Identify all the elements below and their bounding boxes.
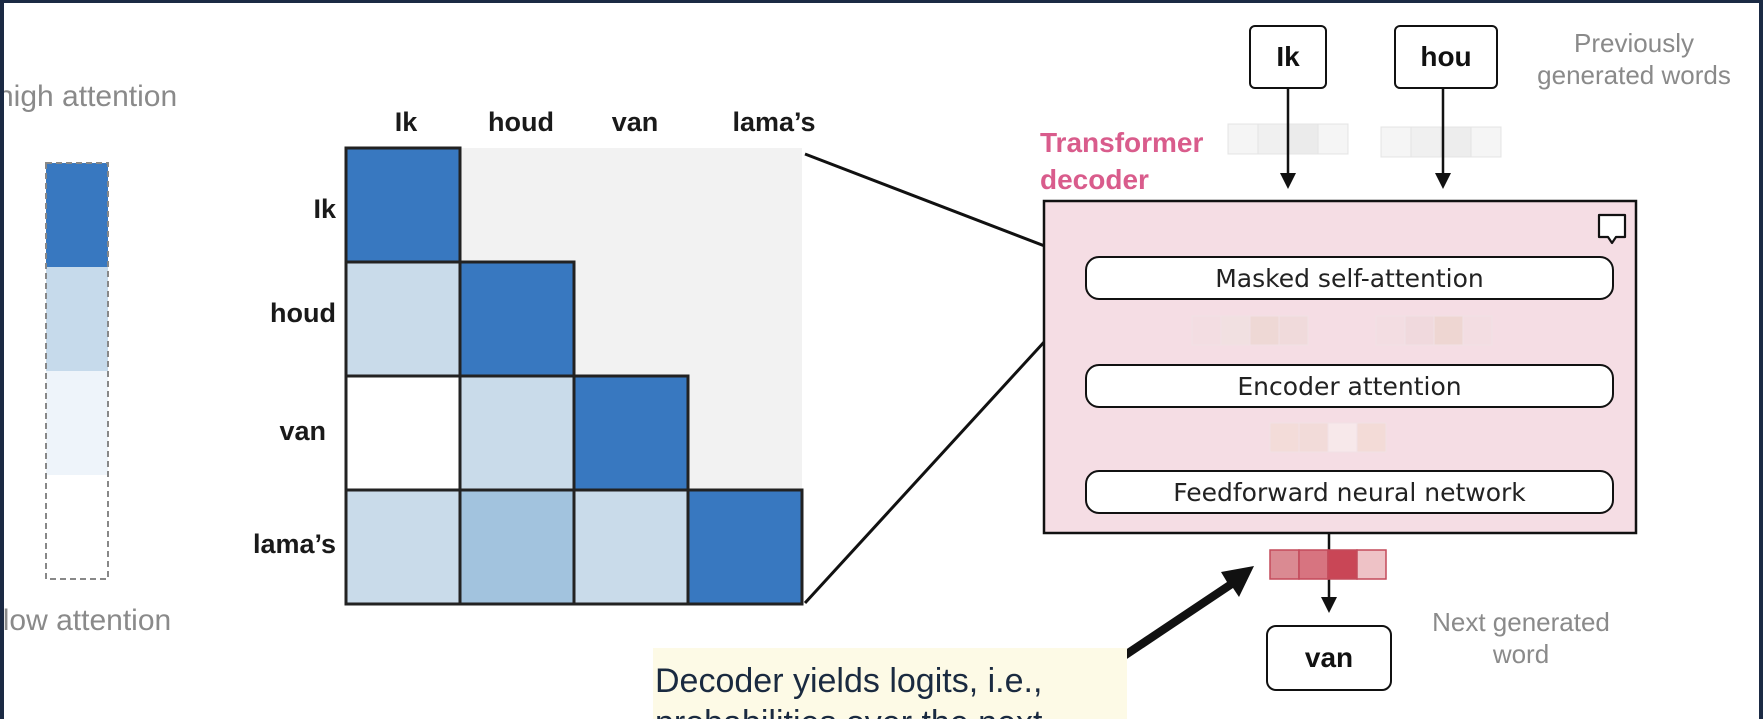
masked-self-attention-layer: Masked self-attention bbox=[1085, 256, 1614, 300]
callout-line-1: Decoder yields logits, i.e., bbox=[655, 662, 1043, 700]
matrix-cell-r4-c4 bbox=[686, 488, 804, 606]
connector-line-bottom bbox=[803, 291, 1091, 605]
output-word: van bbox=[1266, 625, 1392, 691]
matrix-cell-r1-c1 bbox=[344, 146, 462, 264]
next-word-note-text: Next generated word bbox=[1432, 607, 1610, 669]
previous-words-note-text: Previously generated words bbox=[1537, 28, 1731, 90]
matrix-cell-r2-c1 bbox=[344, 260, 462, 378]
row-label-1: Ik bbox=[313, 194, 336, 224]
attention-matrix bbox=[344, 146, 804, 606]
matrix-cell-r2-c2 bbox=[458, 260, 576, 378]
column-label-1: Ik bbox=[394, 107, 418, 137]
row-label-2: houd bbox=[270, 298, 336, 328]
input-word-1: Ik bbox=[1249, 25, 1327, 89]
connector-lines bbox=[803, 152, 1091, 605]
connector-line-top bbox=[804, 152, 1090, 265]
attention-vector-1 bbox=[1191, 315, 1309, 346]
logits-vector bbox=[1269, 549, 1387, 580]
arrow-output-head bbox=[1321, 597, 1337, 613]
legend-swatch-medium bbox=[46, 267, 108, 371]
decoder-title: Transformer decoder bbox=[1040, 124, 1210, 198]
slide: high attention low attention Ik houd van… bbox=[4, 3, 1759, 719]
encoder-attention-layer: Encoder attention bbox=[1085, 364, 1614, 408]
matrix-cell-r4-c3 bbox=[572, 488, 690, 606]
decoder-title-text: Transformer decoder bbox=[1040, 127, 1204, 195]
logits-callout: Decoder yields logits, i.e., probabiliti… bbox=[653, 648, 1127, 719]
legend-swatch-high bbox=[46, 163, 108, 267]
arrow-input-1-head bbox=[1280, 173, 1296, 189]
attention-legend-bar bbox=[45, 162, 109, 580]
matrix-cell-r3-c2 bbox=[458, 374, 576, 492]
encoder-vector bbox=[1269, 422, 1387, 453]
previous-words-note: Previously generated words bbox=[1514, 27, 1754, 91]
row-label-4: lama’s bbox=[252, 529, 336, 559]
legend-swatch-none bbox=[46, 475, 108, 579]
input-embedding-2 bbox=[1380, 126, 1502, 158]
column-label-4: lama’s bbox=[732, 107, 816, 137]
input-embedding-1 bbox=[1227, 123, 1349, 155]
legend-high-label: high attention bbox=[4, 80, 178, 113]
next-word-note: Next generated word bbox=[1401, 606, 1641, 670]
callout-line-2: probabilities over the next bbox=[653, 702, 1127, 719]
legend-swatch-low bbox=[46, 371, 108, 475]
column-label-2: houd bbox=[488, 107, 554, 137]
row-label-3: van bbox=[279, 416, 326, 446]
legend-low-label: low attention bbox=[4, 604, 172, 637]
column-label-3: van bbox=[611, 107, 659, 137]
feedforward-layer: Feedforward neural network bbox=[1085, 470, 1614, 514]
matrix-cell-r3-c3 bbox=[572, 374, 690, 492]
arrow-input-2-head bbox=[1435, 173, 1451, 189]
speech-bubble-icon bbox=[1597, 213, 1627, 245]
legend-outline bbox=[45, 162, 109, 580]
input-word-2: hou bbox=[1394, 25, 1498, 89]
attention-vector-2 bbox=[1375, 315, 1493, 346]
